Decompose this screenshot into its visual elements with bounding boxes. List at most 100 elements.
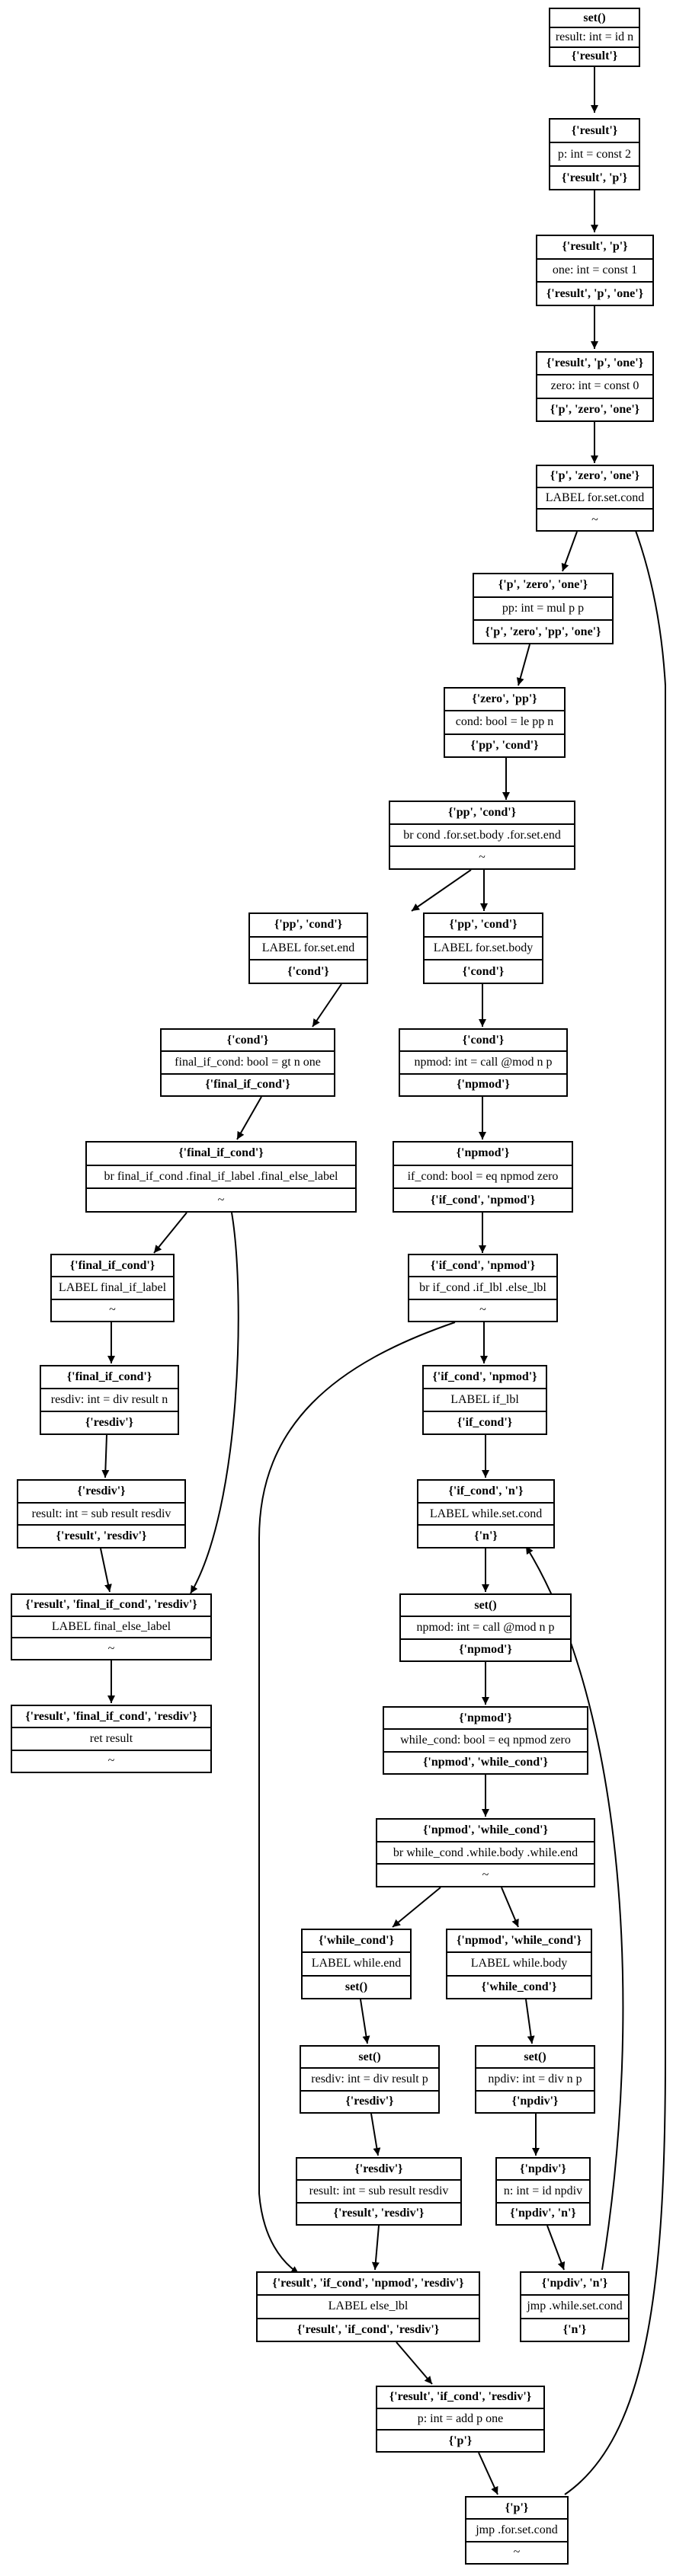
- edge-n32-n34: [396, 2341, 433, 2385]
- node-instruction: while_cond: bool = eq npmod zero: [384, 1728, 587, 1750]
- node-instruction: jmp .while.set.cond: [521, 2294, 628, 2317]
- node-live-out: {'result', 'resdiv'}: [18, 1524, 184, 1547]
- node-live-out: {'resdiv'}: [41, 1411, 178, 1433]
- node-n23: {'result', 'final_if_cond', 'resdiv'} re…: [11, 1705, 212, 1773]
- node-n13: {'final_if_cond'} br final_if_cond .fina…: [85, 1141, 357, 1213]
- node-instruction: jmp .for.set.cond: [466, 2518, 567, 2540]
- node-live-out: {'npdiv', 'n'}: [497, 2201, 589, 2224]
- node-live-in: {'p', 'zero', 'one'}: [550, 469, 640, 483]
- node-instruction: if_cond: bool = eq npmod zero: [394, 1164, 572, 1188]
- node-live-out: ~: [12, 1637, 210, 1659]
- edge-n31-n33: [546, 2225, 566, 2271]
- node-n25: {'npmod', 'while_cond'} br while_cond .w…: [376, 1818, 595, 1887]
- node-live-out: ~: [87, 1187, 355, 1211]
- node-instruction: LABEL for.set.body: [425, 935, 542, 960]
- node-live-in: {'zero', 'pp'}: [472, 692, 537, 706]
- node-n11: {'cond'} final_if_cond: bool = gt n one …: [160, 1028, 335, 1097]
- node-instruction: LABEL for.set.cond: [537, 486, 652, 509]
- node-live-out: {'result'}: [550, 46, 639, 66]
- node-n8: {'pp', 'cond'} br cond .for.set.body .fo…: [389, 801, 575, 870]
- node-live-out: {'final_if_cond'}: [162, 1072, 334, 1095]
- node-n30: {'resdiv'} result: int = sub result resd…: [296, 2157, 462, 2226]
- node-live-in: {'if_cond', 'n'}: [448, 1484, 524, 1497]
- node-n6: {'p', 'zero', 'one'} pp: int = mul p p {…: [473, 573, 614, 644]
- edge-n8-n9: [411, 869, 472, 912]
- node-instruction: resdiv: int = div result n: [41, 1388, 178, 1411]
- node-instruction: LABEL while.end: [303, 1951, 410, 1974]
- node-live-out: ~: [52, 1298, 173, 1321]
- node-n1: set() result: int = id n {'result'}: [549, 8, 640, 67]
- node-live-out: ~: [537, 508, 652, 530]
- node-live-in: {'npmod'}: [459, 1711, 512, 1724]
- node-n29: set() npdiv: int = div n p {'npdiv'}: [475, 2045, 595, 2114]
- node-live-out: {'cond'}: [250, 959, 367, 983]
- node-live-out: {'npdiv'}: [476, 2089, 594, 2112]
- node-instruction: npmod: int = call @mod n p: [401, 1616, 570, 1638]
- node-live-out: {'n'}: [418, 1524, 553, 1547]
- node-live-in: {'result', 'p', 'one'}: [546, 356, 643, 370]
- node-n14: {'npmod'} if_cond: bool = eq npmod zero …: [393, 1141, 573, 1213]
- node-live-in: {'result', 'final_if_cond', 'resdiv'}: [25, 1598, 197, 1612]
- node-instruction: pp: int = mul p p: [474, 596, 612, 620]
- node-instruction: result: int = id n: [550, 27, 639, 46]
- node-n26: {'while_cond'} LABEL while.end set(): [301, 1929, 412, 1999]
- node-live-in: {'npdiv'}: [520, 2162, 566, 2175]
- edge-n30-n32: [371, 2225, 380, 2271]
- node-instruction: br final_if_cond .final_if_label .final_…: [87, 1164, 355, 1188]
- node-live-in: set(): [358, 2050, 381, 2063]
- edge-n11-n13: [236, 1096, 262, 1140]
- node-instruction: LABEL while.set.cond: [418, 1501, 553, 1525]
- node-live-out: {'p', 'zero', 'pp', 'one'}: [474, 619, 612, 643]
- node-n33: {'npdiv', 'n'} jmp .while.set.cond {'n'}: [520, 2271, 630, 2342]
- node-instruction: one: int = const 1: [537, 257, 652, 282]
- node-live-out: {'p'}: [377, 2429, 543, 2451]
- node-instruction: npmod: int = call @mod n p: [400, 1050, 566, 1072]
- edge-n6-n7: [516, 644, 530, 686]
- node-live-in: set(): [474, 1598, 497, 1612]
- node-instruction: br cond .for.set.body .for.set.end: [390, 823, 574, 846]
- node-live-in: {'resdiv'}: [77, 1484, 126, 1497]
- node-live-in: {'resdiv'}: [354, 2162, 403, 2175]
- node-instruction: p: int = const 2: [550, 142, 639, 165]
- node-live-out: ~: [390, 845, 574, 868]
- node-live-in: {'result', 'final_if_cond', 'resdiv'}: [25, 1709, 197, 1723]
- node-live-in: {'result', 'p'}: [562, 240, 628, 254]
- node-live-out: {'resdiv'}: [301, 2089, 438, 2112]
- node-live-in: {'pp', 'cond'}: [274, 918, 343, 932]
- node-live-in: {'npdiv', 'n'}: [541, 2277, 608, 2290]
- edge-n9-n11: [312, 983, 342, 1028]
- node-live-out: {'p', 'zero', 'one'}: [537, 397, 652, 420]
- node-live-in: {'while_cond'}: [319, 1934, 394, 1948]
- node-live-out: {'if_cond'}: [424, 1411, 546, 1433]
- edge-n13-n21: [190, 1212, 239, 1594]
- node-instruction: n: int = id npdiv: [497, 2179, 589, 2201]
- node-n12: {'cond'} npmod: int = call @mod n p {'np…: [399, 1028, 568, 1097]
- node-n27: {'npmod', 'while_cond'} LABEL while.body…: [446, 1929, 592, 1999]
- node-n2: {'result'} p: int = const 2 {'result', '…: [549, 118, 640, 190]
- edge-n27-n29: [525, 1999, 535, 2044]
- node-n17: {'final_if_cond'} resdiv: int = div resu…: [40, 1365, 179, 1435]
- node-n18: {'if_cond', 'npmod'} LABEL if_lbl {'if_c…: [422, 1365, 547, 1435]
- node-live-out: {'while_cond'}: [447, 1974, 591, 1998]
- node-n15: {'final_if_cond'} LABEL final_if_label ~: [50, 1254, 175, 1322]
- node-live-in: {'final_if_cond'}: [69, 1258, 155, 1272]
- node-n32: {'result', 'if_cond', 'npmod', 'resdiv'}…: [256, 2271, 480, 2342]
- node-n31: {'npdiv'} n: int = id npdiv {'npdiv', 'n…: [495, 2157, 591, 2226]
- node-live-in: {'p', 'zero', 'one'}: [498, 578, 588, 592]
- node-live-in: {'npmod', 'while_cond'}: [457, 1934, 582, 1948]
- edge-n13-n15: [153, 1212, 187, 1254]
- node-instruction: ret result: [12, 1727, 210, 1749]
- node-live-in: {'pp', 'cond'}: [447, 805, 517, 819]
- node-instruction: LABEL final_if_label: [52, 1276, 173, 1298]
- node-live-in: {'npmod', 'while_cond'}: [423, 1823, 548, 1836]
- edge-n25-n26: [392, 1887, 441, 1928]
- node-n34: {'result', 'if_cond', 'resdiv'} p: int =…: [376, 2386, 545, 2453]
- node-live-in: {'if_cond', 'npmod'}: [430, 1258, 536, 1272]
- node-live-in: {'npmod'}: [456, 1146, 510, 1160]
- node-n9: {'pp', 'cond'} LABEL for.set.end {'cond'…: [248, 912, 368, 984]
- node-n7: {'zero', 'pp'} cond: bool = le pp n {'pp…: [444, 687, 566, 758]
- node-live-out: {'n'}: [521, 2317, 628, 2341]
- node-n4: {'result', 'p', 'one'} zero: int = const…: [536, 351, 654, 422]
- node-instruction: LABEL if_lbl: [424, 1388, 546, 1411]
- node-n28: set() resdiv: int = div result p {'resdi…: [300, 2045, 440, 2114]
